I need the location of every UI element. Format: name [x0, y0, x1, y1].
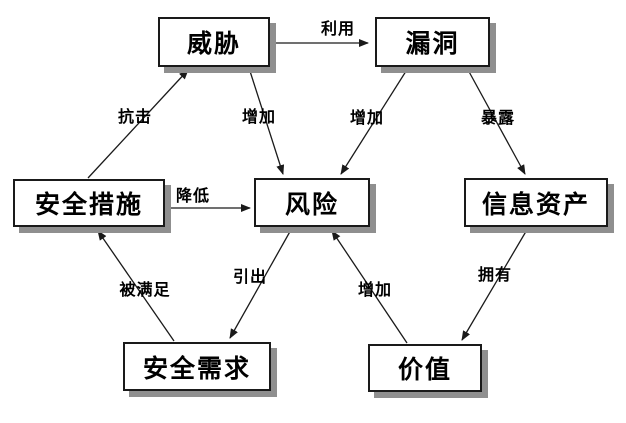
node-risk: 风险: [254, 178, 370, 227]
node-information-assets: 信息资产: [464, 178, 608, 227]
edge-expose-line: [466, 67, 526, 175]
edge-increase-threat-risk-line: [248, 67, 285, 175]
edge-label-expose: 暴露: [480, 108, 516, 127]
edge-own-line: [461, 227, 529, 341]
node-threat: 威胁: [158, 17, 270, 67]
node-vulnerability: 漏洞: [375, 17, 490, 67]
edge-increase-value-risk-line: [331, 230, 408, 344]
edge-satisfied-line: [97, 230, 175, 342]
node-safeguards: 安全措施: [13, 179, 165, 227]
edge-label-increase-vuln-risk: 增加: [349, 108, 385, 127]
edge-label-reduce: 降低: [175, 186, 211, 205]
edge-label-exploit: 利用: [320, 19, 356, 38]
edge-label-derive: 引出: [232, 267, 268, 286]
edge-label-increase-value-risk: 增加: [357, 280, 393, 299]
edge-label-resist: 抗击: [117, 107, 153, 126]
edge-increase-vuln-risk-line: [340, 67, 409, 175]
edge-resist-line: [87, 69, 189, 179]
edge-label-increase-threat-risk: 增加: [241, 107, 277, 126]
edge-label-own: 拥有: [477, 265, 513, 284]
node-security-requirements: 安全需求: [123, 342, 271, 391]
node-value: 价值: [368, 344, 482, 392]
edge-label-satisfied: 被满足: [119, 280, 171, 299]
edge-derive-line: [229, 227, 293, 339]
